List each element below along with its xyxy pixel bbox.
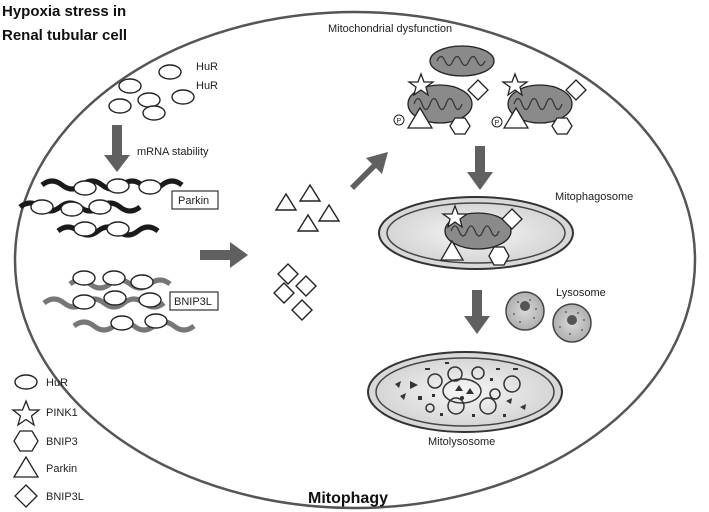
mitophagosome <box>378 196 574 270</box>
parkin-box-label: Parkin <box>178 195 209 207</box>
legend-pink1-label: PINK1 <box>46 407 78 419</box>
lysosome-label: Lysosome <box>556 287 606 299</box>
legend-parkin-label: Parkin <box>46 463 77 475</box>
mitochondrion-top <box>429 45 495 77</box>
legend-bnip3l-label: BNIP3L <box>46 491 84 503</box>
pink1-star-phagosome <box>440 204 470 229</box>
parkin-mrna-strands <box>18 178 184 238</box>
bnip3l-diamond-left <box>467 79 489 101</box>
arrow-to-mitochondria <box>350 152 388 190</box>
legend-hur-symbol <box>14 374 38 390</box>
parkin-triangle-phagosome <box>439 239 465 261</box>
cell-membrane <box>13 10 697 510</box>
legend: HuR PINK1 BNIP3 Parkin BNIP3L <box>11 374 84 508</box>
phospho-right-label: P <box>495 120 500 127</box>
pink1-star-left <box>406 72 436 97</box>
legend-hur-label: HuR <box>46 377 68 389</box>
bnip3l-box <box>169 291 219 311</box>
mrna-stability-label: mRNA stability <box>137 146 209 158</box>
mitophagosome-label: Mitophagosome <box>555 191 633 203</box>
hur-label-2: HuR <box>196 80 218 92</box>
phospho-left-label: P <box>397 118 402 125</box>
hur-label-1: HuR <box>196 61 218 73</box>
phospho-left <box>393 114 405 126</box>
arrow-translation <box>200 242 248 268</box>
bnip3-hexagon-right <box>551 117 573 135</box>
parkin-triangle-left <box>406 106 434 129</box>
damaged-mitochondrion-left: P <box>393 72 489 135</box>
legend-bnip3-symbol <box>13 430 39 452</box>
arrow-to-mitolysosome <box>464 290 490 334</box>
mitolysosome-label: Mitolysosome <box>428 436 495 448</box>
phospho-right <box>491 116 503 128</box>
pink1-star-right <box>500 72 530 97</box>
legend-bnip3l-symbol <box>14 484 38 508</box>
bnip3-hexagon-phagosome <box>488 246 510 266</box>
damaged-mitochondrion-right: P <box>491 72 587 135</box>
bnip3l-diamond-phagosome <box>501 208 523 230</box>
hur-cluster <box>108 64 195 121</box>
bnip3l-box-label: BNIP3L <box>174 296 212 308</box>
title-line-1: Hypoxia stress in <box>2 3 126 20</box>
legend-parkin-symbol <box>12 455 40 478</box>
legend-bnip3-label: BNIP3 <box>46 436 78 448</box>
bnip3l-diamond-right <box>565 79 587 101</box>
parkin-box <box>171 190 219 210</box>
mitophagy-label: Mitophagy <box>308 490 388 507</box>
bnip3-hexagon-left <box>449 117 471 135</box>
legend-pink1-symbol <box>11 399 41 427</box>
arrow-hur-down <box>104 125 130 172</box>
bnip3l-mrna-strands <box>42 270 196 333</box>
lysosome-2 <box>552 303 592 343</box>
lysosome-1 <box>505 291 545 331</box>
arrow-to-mitophagosome <box>467 146 493 190</box>
title-line-2: Renal tubular cell <box>2 27 127 44</box>
mito-dysfunction-label: Mitochondrial dysfunction <box>328 23 452 35</box>
bnip3l-diamonds <box>273 263 317 321</box>
parkin-triangle-right <box>502 106 530 129</box>
mitolysosome <box>367 351 563 433</box>
parkin-triangles <box>274 183 341 232</box>
